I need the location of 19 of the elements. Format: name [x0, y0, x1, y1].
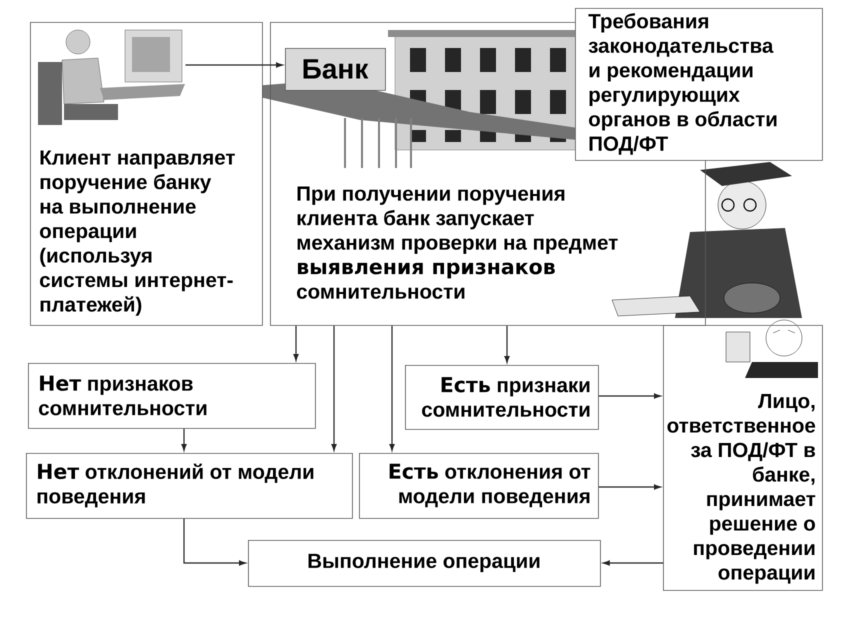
no-signs-box: Нет признаков сомнительности	[28, 363, 316, 429]
arrow	[331, 326, 337, 451]
arrow	[185, 62, 283, 68]
arrow	[181, 428, 187, 451]
no-deviations-box: Нет отклонений от модели поведения	[26, 453, 353, 519]
requirements-box: Требования законодательства и рекомендации регулирующих органов в области ПОД/ФТ	[575, 8, 823, 161]
client-drawing	[38, 30, 185, 125]
arrow	[598, 393, 661, 399]
arrow	[183, 518, 246, 566]
execution-box: Выполнение операции	[248, 540, 601, 587]
arrow	[293, 326, 299, 361]
bank-sign: Банк	[285, 48, 386, 91]
deviations-box: Есть отклонения от модели поведения	[359, 453, 599, 519]
arrow	[602, 560, 663, 566]
arrow	[598, 484, 661, 490]
signs-box: Есть признаки сомнительности	[405, 365, 599, 430]
responsible-person-box: Лицо, ответственное за ПОД/ФТ в банке, принимает решение о проведении операции	[663, 325, 823, 591]
arrow	[504, 326, 510, 363]
arrow	[389, 326, 395, 451]
